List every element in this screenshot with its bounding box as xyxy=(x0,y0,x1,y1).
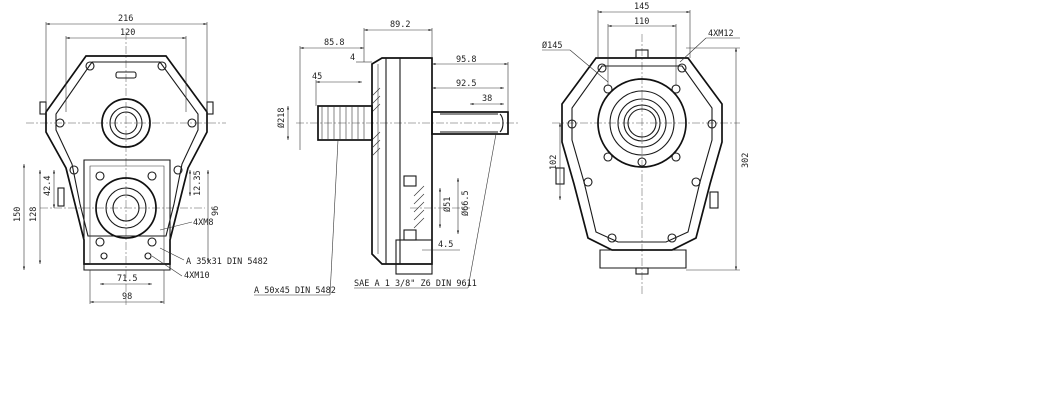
rear-view: 145 110 Ø145 4XM12 102 302 xyxy=(542,2,751,295)
front-bolt-holes xyxy=(55,61,197,260)
rear-bolt-holes xyxy=(567,63,717,243)
dim-95-8: 95.8 xyxy=(456,55,476,65)
dim-42-4: 42.4 xyxy=(43,176,53,196)
dim-216: 216 xyxy=(118,14,133,24)
label-4xm10: 4XM10 xyxy=(184,271,210,281)
side-view: 89.2 85.8 4 45 95.8 92.5 38 Ø218 Ø51 Ø66… xyxy=(254,20,520,296)
dim-12-35: 12.35 xyxy=(193,170,203,196)
dim-128: 128 xyxy=(29,207,39,222)
side-input-spline-shaft xyxy=(317,105,373,141)
rear-dimensions: 145 110 Ø145 4XM12 102 302 xyxy=(542,2,751,271)
front-dimensions: 216 120 150 128 42.4 12.35 96 4XM8 A 35x… xyxy=(13,14,268,304)
rear-flange xyxy=(597,78,687,168)
label-sae-spline: SAE A 1 3/8" Z6 DIN 9611 xyxy=(354,279,477,289)
side-housing xyxy=(371,57,433,265)
dim-110: 110 xyxy=(634,17,649,27)
front-view: 216 120 150 128 42.4 12.35 96 4XM8 A 35x… xyxy=(13,14,268,305)
dim-38: 38 xyxy=(482,94,492,104)
left-boss xyxy=(39,101,47,115)
dim-120: 120 xyxy=(120,28,135,38)
dim-150: 150 xyxy=(13,207,23,222)
right-boss xyxy=(206,101,214,115)
dim-89-2: 89.2 xyxy=(390,20,410,30)
dim-92-5: 92.5 xyxy=(456,79,476,89)
upper-shaft-boss xyxy=(101,98,151,148)
dim-85-8: 85.8 xyxy=(324,38,344,48)
dim-102: 102 xyxy=(549,155,559,170)
side-section-hatch xyxy=(371,87,425,229)
rear-lower-block xyxy=(599,249,687,269)
front-lower-flange xyxy=(83,159,171,271)
dim-145: 145 xyxy=(634,2,649,12)
dim-4-5: 4.5 xyxy=(438,240,453,250)
dim-dia-51: Ø51 xyxy=(442,197,453,212)
dim-45: 45 xyxy=(312,72,322,82)
dim-4: 4 xyxy=(350,53,355,63)
lower-shaft-boss xyxy=(95,177,157,239)
label-spline-a50: A 50x45 DIN 5482 xyxy=(254,286,336,296)
side-dimensions: 89.2 85.8 4 45 95.8 92.5 38 Ø218 Ø51 Ø66… xyxy=(254,20,509,296)
dim-dia-218: Ø218 xyxy=(276,108,287,128)
dim-dia-145: Ø145 xyxy=(542,40,562,51)
dim-98: 98 xyxy=(122,292,132,302)
dim-96: 96 xyxy=(211,206,221,216)
label-4xm8: 4XM8 xyxy=(193,218,213,228)
dim-302: 302 xyxy=(741,153,751,168)
label-4xm12: 4XM12 xyxy=(708,29,734,39)
dim-dia-66-5: Ø66.5 xyxy=(460,190,471,216)
side-output-shaft xyxy=(431,111,509,135)
side-lower-block xyxy=(395,239,433,275)
dim-71-5: 71.5 xyxy=(117,274,137,284)
label-spline-a35: A 35x31 DIN 5482 xyxy=(186,257,268,267)
